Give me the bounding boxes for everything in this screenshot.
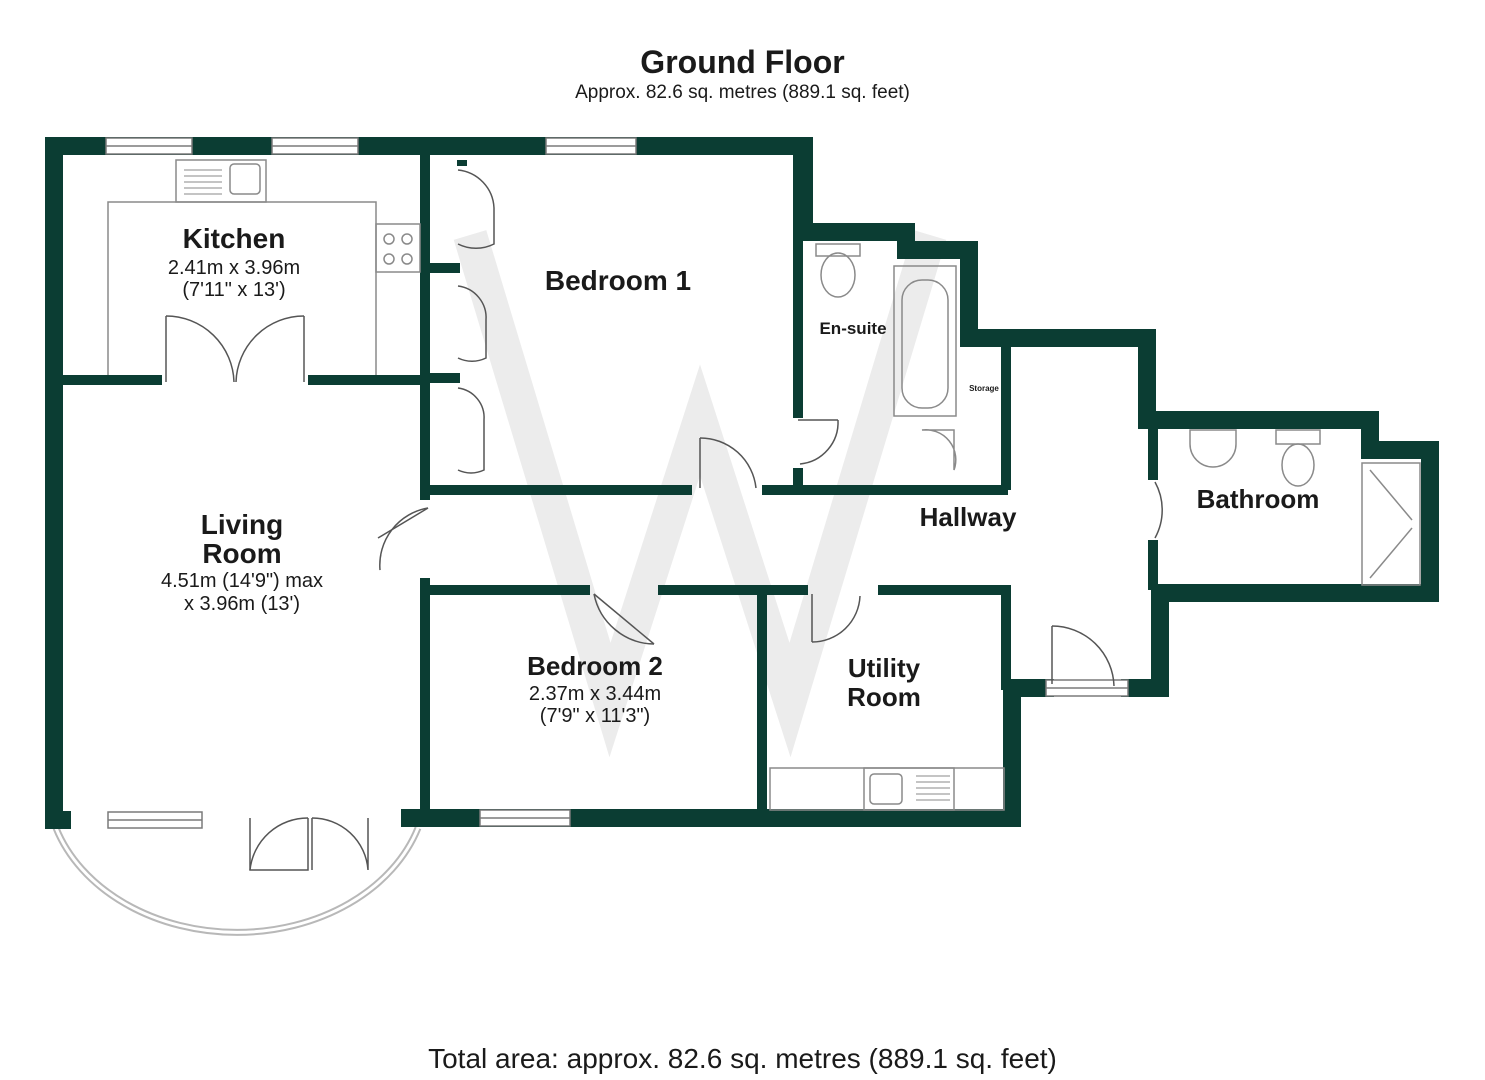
fixtures xyxy=(107,159,1421,811)
doors xyxy=(165,169,1163,871)
bedroom2-name: Bedroom 2 xyxy=(527,651,663,681)
living-room-dim2: x 3.96m (13') xyxy=(184,593,300,615)
bay-window xyxy=(52,826,422,936)
floor-plan: Kitchen 2.41m x 3.96m (7'11" x 13') Bedr… xyxy=(45,137,1439,936)
living-room-dim1: 4.51m (14'9") max xyxy=(161,570,323,592)
storage-name: Storage xyxy=(969,384,999,393)
kitchen-dim-imperial: (7'11" x 13') xyxy=(182,279,285,301)
bedroom2-dim-metric: 2.37m x 3.44m xyxy=(529,683,661,705)
hallway-name: Hallway xyxy=(920,502,1017,532)
living-room-name-line2: Room xyxy=(202,538,281,569)
kitchen-name: Kitchen xyxy=(183,223,286,254)
bedroom2-dim-imperial: (7'9" x 11'3") xyxy=(540,705,650,727)
walls xyxy=(45,137,1439,829)
floor-title: Ground Floor xyxy=(640,44,845,80)
bedroom1-name: Bedroom 1 xyxy=(545,265,691,296)
total-area-caption: Total area: approx. 82.6 sq. metres (889… xyxy=(428,1043,1057,1074)
windows xyxy=(105,137,1129,829)
floor-area-subtitle: Approx. 82.6 sq. metres (889.1 sq. feet) xyxy=(575,82,910,103)
watermark-logo xyxy=(453,230,947,758)
kitchen-dim-metric: 2.41m x 3.96m xyxy=(168,257,300,279)
utility-room-name-line2: Room xyxy=(847,682,921,712)
interior-walls xyxy=(58,152,1158,815)
ensuite-name: En-suite xyxy=(819,319,886,338)
bathroom-name: Bathroom xyxy=(1197,484,1320,514)
utility-room-name-line1: Utility xyxy=(848,653,921,683)
living-room-name-line1: Living xyxy=(201,509,283,540)
